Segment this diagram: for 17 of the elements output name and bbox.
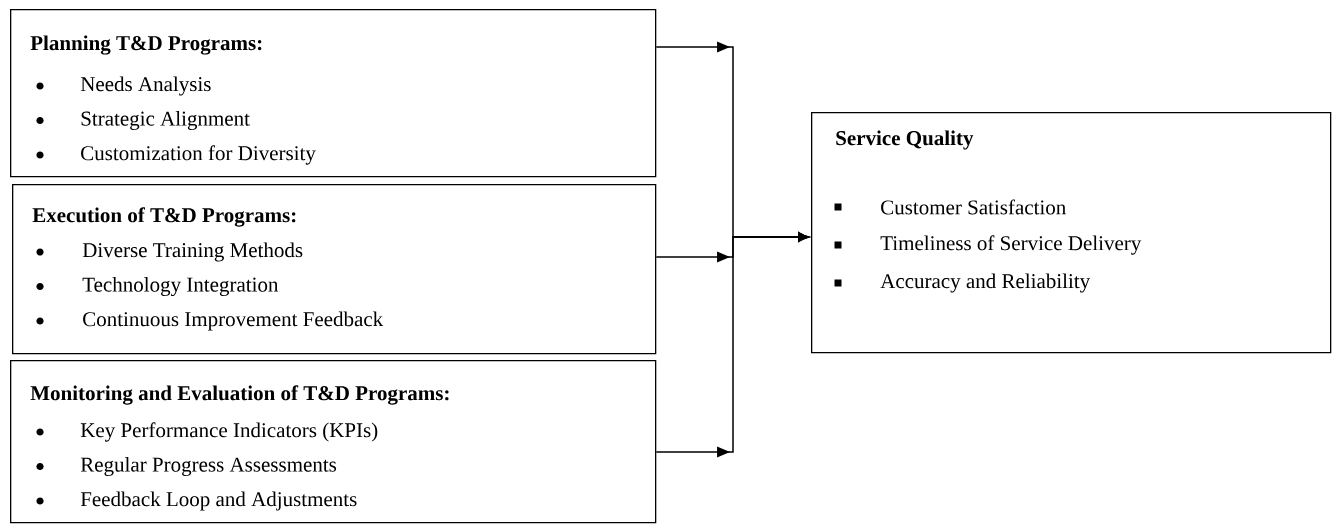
heading: Monitoring and Evaluation of T&D Programs:	[30, 385, 449, 405]
list-item: Feedback Loop and Adjustments	[80, 491, 357, 511]
arrow	[655, 232, 809, 458]
list-item: Customer Satisfaction	[881, 199, 1066, 215]
list-item: Diverse Training Methods	[82, 242, 303, 262]
list-item: Key Performance Indicators (KPIs)	[80, 422, 378, 442]
list-item: Accuracy and Reliability	[880, 273, 1091, 293]
list-item: Regular Progress Assessments	[80, 456, 337, 477]
list-item: Strategic Alignment	[81, 110, 250, 131]
list-item: Technology Integration	[82, 276, 279, 297]
list-item: Needs Analysis	[80, 76, 211, 96]
list-item: Continuous Improvement Feedback	[83, 311, 384, 331]
list-item: Timeliness of Service Delivery	[880, 235, 1142, 255]
heading: Execution of T&D Programs:	[32, 207, 296, 227]
heading: Service Quality	[836, 130, 974, 150]
list-item: Customization for Diversity	[81, 145, 316, 165]
heading: Planning T&D Programs:	[30, 35, 262, 55]
